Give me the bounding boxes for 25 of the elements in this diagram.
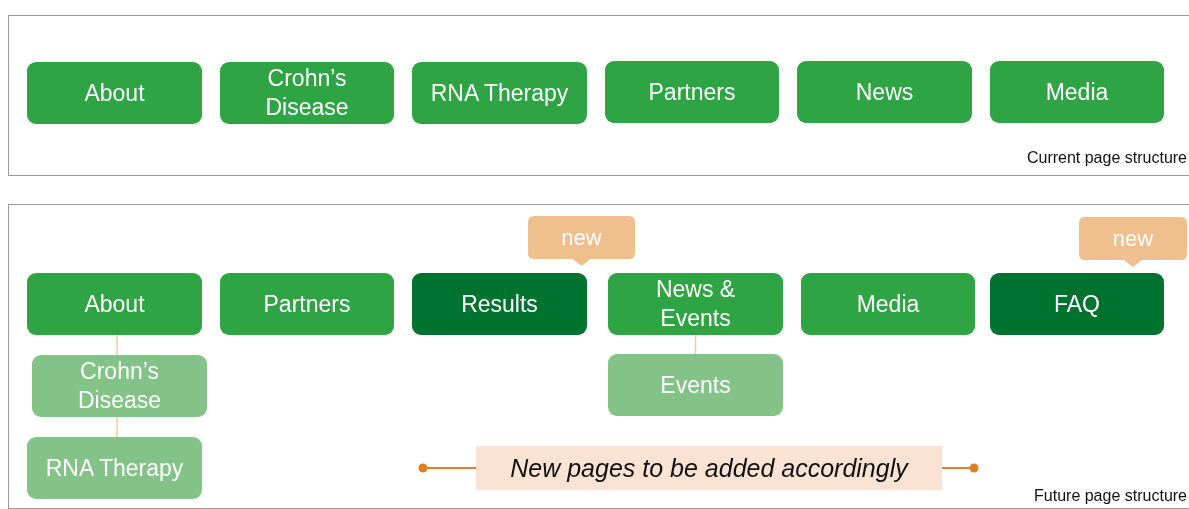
page-box: News xyxy=(797,61,972,123)
page-box: RNA Therapy xyxy=(27,437,202,499)
page-box: Crohn’s Disease xyxy=(32,355,207,417)
connector-line xyxy=(116,416,118,438)
page-box: About xyxy=(27,273,202,335)
section-panel xyxy=(8,15,1189,176)
callout-bubble: new xyxy=(1079,217,1187,268)
page-box: Media xyxy=(990,61,1164,123)
page-box: About xyxy=(27,62,202,124)
page-box: Partners xyxy=(605,61,779,123)
connector-line xyxy=(694,334,697,355)
section-panel xyxy=(8,204,1189,509)
section-title: Current page structure xyxy=(1026,149,1187,167)
page-box: Results xyxy=(412,273,587,335)
page-box: FAQ xyxy=(990,273,1164,335)
page-box: Media xyxy=(801,273,975,335)
page-box: Partners xyxy=(220,273,394,335)
page-box: Crohn’s Disease xyxy=(220,62,394,124)
page-box: RNA Therapy xyxy=(412,62,587,124)
page-box: News & Events xyxy=(608,273,783,335)
callout-bubble: new xyxy=(528,216,635,267)
section-title: Future page structure xyxy=(1034,487,1187,505)
connector-line xyxy=(116,334,118,356)
note-banner: New pages to be added accordingly xyxy=(476,446,942,490)
page-box: Events xyxy=(608,354,783,416)
